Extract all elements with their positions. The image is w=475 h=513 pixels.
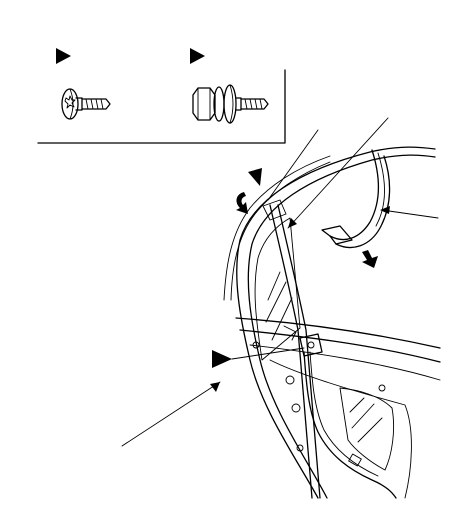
window-channel-callout [287,117,389,229]
bracket-bolt [307,341,315,349]
lower-bolt-marker-icon [212,350,232,368]
trim-outer [329,149,380,241]
door-frame-outer [236,146,436,499]
lower-left-callout [121,381,221,447]
wire-harness-2 [309,351,379,477]
lower-bolt-leader [231,347,305,360]
inner-panel-edge [249,344,441,381]
mount-hole-4 [296,444,304,452]
door-frame-edge-2 [223,155,331,301]
trim-inner [335,155,391,249]
upper-clip-leader [267,129,319,201]
wire-harness [303,351,397,499]
cutout-hatch [349,397,383,443]
door-frame-edge [230,161,331,301]
door-frame-inner [247,154,436,499]
mount-hole-1 [285,375,295,385]
upper-clip-marker-icon [248,168,262,186]
torx-screw-marker-icon [56,48,71,64]
inner-panel-contour [269,359,412,499]
lower-cutout [339,387,394,471]
mount-hole-5 [252,341,260,349]
flange-bolt-marker-icon [190,48,205,64]
trim-piece [321,149,391,249]
mount-hole-3 [378,384,386,392]
fastener-inset [37,48,286,144]
rotate-tab-arrow-icon [236,192,248,214]
mount-hole-2 [291,403,301,413]
window-channel-arrowhead-icon [288,218,297,228]
direction-arrows [236,192,378,268]
channel-top-clip [262,199,287,221]
beltline [235,317,441,349]
glass-reflection [265,271,293,341]
lower-left-arrowhead-icon [210,382,220,392]
trim-middle [375,152,385,227]
harness-connector [348,453,362,467]
regulator-bracket [299,333,323,357]
torx-screw-icon [61,88,111,120]
door-assembly [223,146,441,499]
window-glass [254,217,301,361]
trim-end-cap [321,225,353,245]
beltline-lower [239,329,441,363]
trim-arrowhead-icon [380,206,390,214]
callout-lines [121,117,439,447]
pull-down-arrow-icon [362,250,378,268]
bracket-tab [283,325,297,341]
inset-border [37,69,286,144]
flange-bolt-with-washer-icon [192,84,269,124]
division-channel-front [269,204,313,499]
trim-callout [381,209,439,219]
